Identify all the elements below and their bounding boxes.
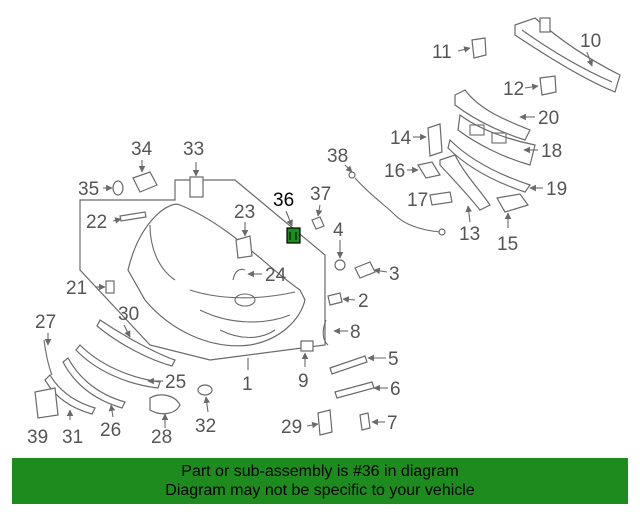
reinforcement-bar-part[interactable] — [514, 17, 621, 93]
callout-33: 33 — [183, 139, 204, 160]
callout-19: 19 — [546, 179, 567, 200]
callout-37: 37 — [310, 184, 331, 205]
clip-7-part[interactable] — [359, 412, 371, 431]
bracket-8-part[interactable] — [322, 319, 329, 346]
callout-35: 35 — [78, 179, 99, 200]
callout-26: 26 — [100, 420, 121, 441]
fog-lamp-cover-part[interactable] — [149, 394, 181, 415]
callout-17: 17 — [407, 190, 428, 211]
callout-18: 18 — [541, 141, 562, 162]
screw-4-part[interactable] — [334, 259, 346, 271]
grille-30-part[interactable] — [96, 319, 176, 367]
callout-22: 22 — [86, 212, 107, 233]
molding-5-part[interactable] — [329, 355, 368, 375]
bracket-27-part[interactable] — [43, 339, 53, 376]
callout-8: 8 — [350, 322, 361, 343]
callout-25: 25 — [165, 372, 186, 393]
callout-39: 39 — [27, 427, 48, 448]
grille-26-part[interactable] — [62, 357, 126, 409]
callout-12: 12 — [503, 79, 524, 100]
callout-32: 32 — [195, 416, 216, 437]
callout-24: 24 — [265, 265, 287, 286]
plate-bracket-39-part[interactable] — [34, 387, 59, 419]
sensor-ring-part[interactable] — [112, 180, 124, 196]
callout-34: 34 — [131, 139, 153, 160]
clip-17-part[interactable] — [429, 191, 453, 206]
bumper-cover-part[interactable] — [127, 203, 306, 347]
callout-29: 29 — [281, 417, 302, 438]
bracket-3-part[interactable] — [354, 261, 376, 279]
cover-29-part[interactable] — [317, 409, 333, 436]
bracket-23-part[interactable] — [235, 235, 253, 259]
screw-2-part[interactable] — [327, 292, 343, 306]
clip-21-part[interactable] — [105, 280, 115, 294]
banner-line-2: Diagram may not be specific to your vehi… — [165, 482, 475, 499]
clip-16-part[interactable] — [417, 161, 441, 179]
clip-9-part[interactable] — [300, 340, 314, 352]
molding-6-part[interactable] — [334, 381, 375, 399]
parts-diagram: 10 11 12 20 14 18 16 19 17 13 15 38 37 3… — [27, 17, 621, 448]
callout-27: 27 — [35, 312, 56, 333]
callout-38: 38 — [327, 146, 348, 167]
strip-22-part[interactable] — [119, 211, 147, 222]
bracket-13-part[interactable] — [439, 154, 491, 211]
callout-4: 4 — [333, 220, 344, 241]
clip-11-part[interactable] — [471, 37, 487, 59]
callout-1: 1 — [242, 374, 253, 395]
callout-23: 23 — [234, 202, 255, 223]
info-banner: Part or sub-assembly is #36 in diagram D… — [12, 458, 628, 504]
callout-6: 6 — [390, 379, 401, 400]
clip-14-part[interactable] — [427, 123, 443, 157]
wiring-harness-part[interactable] — [354, 177, 441, 233]
energy-absorber-part[interactable] — [447, 89, 536, 193]
callout-9: 9 — [298, 371, 309, 392]
highlighted-part-36[interactable] — [286, 227, 301, 244]
callout-11: 11 — [432, 42, 452, 63]
callout-30: 30 — [118, 304, 139, 325]
callout-13: 13 — [459, 224, 480, 245]
bracket-24-part[interactable] — [232, 268, 246, 281]
assembly-outline — [79, 179, 326, 361]
bracket-15-part[interactable] — [496, 193, 529, 213]
callout-10: 10 — [580, 31, 601, 52]
callout-20: 20 — [538, 108, 559, 129]
banner-line-1: Part or sub-assembly is #36 in diagram — [181, 463, 459, 480]
leader-lines — [44, 46, 594, 429]
clip-12-part[interactable] — [539, 75, 557, 96]
callout-21: 21 — [66, 278, 87, 299]
sensor-housing-part[interactable] — [189, 176, 204, 198]
callout-14: 14 — [390, 128, 412, 149]
callout-3: 3 — [389, 264, 400, 285]
connector-icon — [348, 171, 356, 179]
sensor-32-part[interactable] — [197, 384, 213, 396]
callout-16: 16 — [384, 161, 405, 182]
callout-2: 2 — [358, 291, 369, 312]
callout-15: 15 — [497, 234, 518, 255]
callout-5: 5 — [388, 349, 399, 370]
clip-37-part[interactable] — [311, 216, 325, 230]
callout-31: 31 — [62, 427, 83, 448]
connector-icon — [438, 228, 446, 236]
callout-36: 36 — [273, 190, 294, 211]
callout-28: 28 — [151, 427, 172, 448]
park-sensor-part[interactable] — [132, 171, 158, 193]
callout-7: 7 — [387, 413, 398, 434]
